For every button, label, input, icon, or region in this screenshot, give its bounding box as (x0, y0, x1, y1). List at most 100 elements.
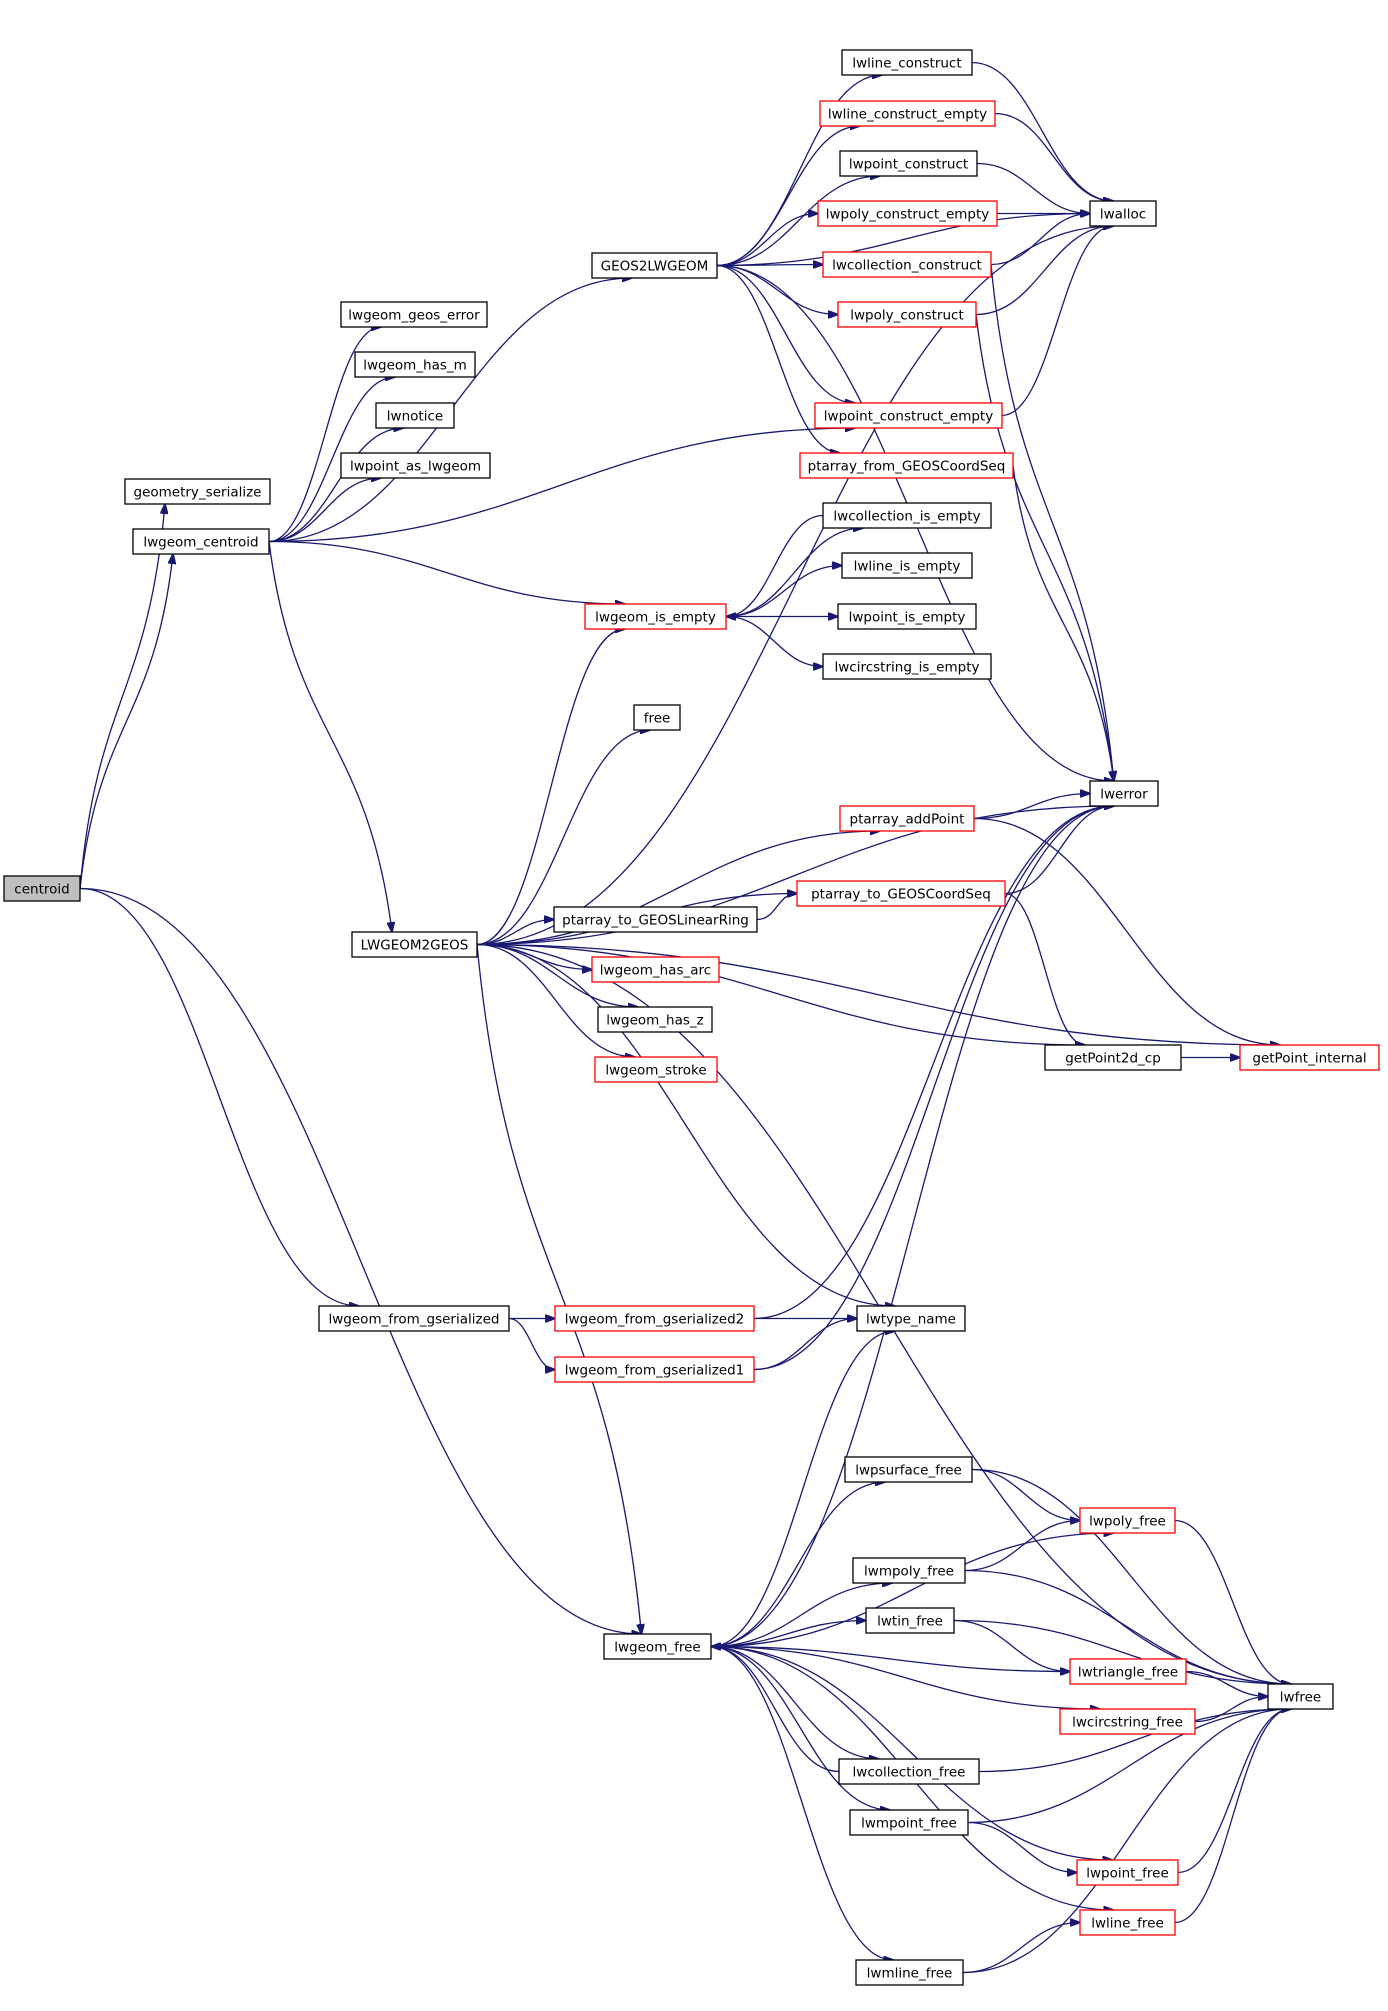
node-label: lwline_construct (852, 56, 961, 72)
node-lwpsurface-free[interactable]: lwpsurface_free (844, 1456, 973, 1483)
edge-lwcollection_construct-to-lwalloc (990, 214, 1090, 266)
node-lwpoly-free[interactable]: lwpoly_free (1079, 1507, 1176, 1534)
node-box (822, 653, 992, 680)
node-lwgeom-stroke[interactable]: lwgeom_stroke (594, 1056, 718, 1083)
node-lwtype-name[interactable]: lwtype_name (856, 1305, 966, 1332)
node-lwgeom2geos[interactable]: LWGEOM2GEOS (351, 931, 478, 958)
node-lwcircstring-is-empty[interactable]: lwcircstring_is_empty (822, 653, 992, 680)
node-label: lwgeom_centroid (143, 535, 258, 551)
node-getpoint-internal[interactable]: getPoint_internal (1239, 1044, 1380, 1071)
node-label: lwcollection_is_empty (833, 509, 980, 525)
node-lwgeom-free[interactable]: lwgeom_free (603, 1633, 712, 1660)
node-lwalloc[interactable]: lwalloc (1089, 200, 1157, 227)
node-lwnotice[interactable]: lwnotice (375, 402, 455, 429)
node-lwpoint-free[interactable]: lwpoint_free (1076, 1859, 1179, 1886)
edge-ptarray_to_GEOSLinearRing-to-ptarray_to_GEOSCoordSeq (756, 894, 797, 921)
node-lwline-is-empty[interactable]: lwline_is_empty (841, 552, 973, 579)
node-box (799, 452, 1014, 479)
edge-LWGEOM2GEOS-to-getPoint2d_cp (476, 943, 1085, 1046)
node-lwpoint-construct[interactable]: lwpoint_construct (839, 150, 978, 177)
node-lwmline-free[interactable]: lwmline_free (855, 1959, 964, 1986)
edge-path (967, 1709, 1291, 1824)
node-box (1044, 1044, 1182, 1071)
node-lwgeom-is-empty[interactable]: lwgeom_is_empty (584, 603, 727, 630)
node-ptarray-addpoint[interactable]: ptarray_addPoint (839, 805, 975, 832)
edge-path (268, 327, 381, 543)
node-lwpoint-construct-empty[interactable]: lwpoint_construct_empty (814, 402, 1003, 429)
edge-path (756, 894, 797, 921)
node-lwmpoly-free[interactable]: lwmpoly_free (852, 1557, 966, 1584)
node-lwgeom-from-gserialized2[interactable]: lwgeom_from_gserialized2 (554, 1305, 755, 1332)
node-lwpoly-construct[interactable]: lwpoly_construct (837, 301, 977, 328)
edge-path (716, 214, 818, 267)
edge-path (975, 314, 1114, 782)
node-box (554, 1356, 755, 1383)
node-lwline-construct-empty[interactable]: lwline_construct_empty (819, 100, 996, 127)
node-free[interactable]: free (633, 704, 681, 731)
node-box (553, 906, 758, 933)
node-lwpoint-as-lwgeom[interactable]: lwpoint_as_lwgeom (340, 452, 491, 479)
node-lwerror[interactable]: lwerror (1089, 780, 1159, 807)
edge-lwgeom_free-to-lwerror (710, 806, 1114, 1648)
node-lwline-free[interactable]: lwline_free (1079, 1909, 1176, 1936)
edge-path (710, 1645, 1070, 1672)
node-ptarray-to-geoscoordseq[interactable]: ptarray_to_GEOSCoordSeq (796, 880, 1006, 907)
node-lwgeom-geos-error[interactable]: lwgeom_geos_error (340, 301, 488, 328)
node-lwgeom-from-gserialized1[interactable]: lwgeom_from_gserialized1 (554, 1356, 755, 1383)
node-label: lwpoint_construct_empty (824, 409, 993, 425)
edge-path (753, 1319, 857, 1371)
node-label: lwfree (1280, 1690, 1321, 1706)
node-lwgeom-has-m[interactable]: lwgeom_has_m (354, 351, 476, 378)
node-ptarray-to-geoslinearring[interactable]: ptarray_to_GEOSLinearRing (553, 906, 758, 933)
node-lwtin-free[interactable]: lwtin_free (865, 1607, 955, 1634)
edge-lwcollection_free-to-lwgeom_free (711, 1647, 840, 1773)
edge-lwpoly_free-to-lwfree (1174, 1519, 1291, 1685)
node-lwline-construct[interactable]: lwline_construct (841, 49, 973, 76)
node-lwgeom-centroid[interactable]: lwgeom_centroid (132, 528, 270, 555)
node-lwgeom-from-gserialized[interactable]: lwgeom_from_gserialized (318, 1305, 510, 1332)
node-lwfree[interactable]: lwfree (1267, 1683, 1334, 1710)
edge-path (268, 541, 392, 933)
node-lwcollection-free[interactable]: lwcollection_free (838, 1758, 980, 1785)
edge-path (962, 1709, 1291, 1974)
node-lwcollection-is-empty[interactable]: lwcollection_is_empty (822, 502, 992, 529)
edge-path (964, 1521, 1080, 1572)
node-getpoint2d-cp[interactable]: getPoint2d_cp (1044, 1044, 1182, 1071)
edge-centroid-to-geometry_serialize (79, 504, 165, 889)
edge-lwtriangle_free-to-lwfree (1185, 1670, 1268, 1697)
node-lwpoint-is-empty[interactable]: lwpoint_is_empty (837, 603, 977, 630)
edge-lwgeom_from_gserialized-to-lwgeom_from_gserialized1 (508, 1317, 555, 1370)
node-lwpoly-construct-empty[interactable]: lwpoly_construct_empty (817, 200, 998, 227)
edge-lwgeom_free-to-lwtype_name (710, 1331, 895, 1648)
edge-lwmline_free-to-lwline_free (962, 1923, 1080, 1974)
node-lwcollection-construct[interactable]: lwcollection_construct (822, 251, 992, 278)
node-ptarray-from-geoscoordseq[interactable]: ptarray_from_GEOSCoordSeq (799, 452, 1014, 479)
edge-GEOS2LWGEOM-to-lwalloc (716, 214, 1090, 267)
edge-lwtin_free-to-lwtriangle_free (953, 1619, 1070, 1672)
node-lwcircstring-free[interactable]: lwcircstring_free (1059, 1708, 1196, 1735)
node-label: lwmline_free (867, 1966, 953, 1982)
node-centroid[interactable]: centroid (3, 875, 81, 902)
edge-path (710, 1583, 892, 1648)
node-lwgeom-has-z[interactable]: lwgeom_has_z (597, 1006, 713, 1033)
node-box (839, 150, 978, 177)
node-box (839, 805, 975, 832)
edge-lwgeom_free-to-lwpoint_free (710, 1645, 1112, 1861)
edge-ptarray_addPoint-to-lwerror (973, 794, 1090, 820)
node-geos2lwgeom[interactable]: GEOS2LWGEOM (591, 252, 718, 279)
edge-lwgeom_from_gserialized2-to-lwerror (753, 806, 1114, 1320)
node-box (584, 603, 727, 630)
edge-path (711, 1647, 840, 1773)
edge-path (994, 112, 1113, 202)
node-geometry-serialize[interactable]: geometry_serialize (124, 478, 271, 505)
edge-ptarray_to_GEOSCoordSeq-to-getPoint2d_cp (1004, 892, 1085, 1046)
edge-LWGEOM2GEOS-to-lwalloc (476, 226, 1113, 946)
node-label: ptarray_to_GEOSLinearRing (562, 913, 749, 929)
edge-lwgeom_from_gserialized1-to-lwerror (753, 806, 1114, 1371)
edge-path (975, 226, 1113, 316)
node-lwgeom-has-arc[interactable]: lwgeom_has_arc (591, 956, 720, 983)
edge-lwline_free-to-lwfree (1174, 1709, 1291, 1924)
node-lwmpoint-free[interactable]: lwmpoint_free (849, 1809, 969, 1836)
edge-lwgeom_free-to-lwcollection_free (710, 1645, 879, 1760)
node-lwtriangle-free[interactable]: lwtriangle_free (1069, 1658, 1187, 1685)
